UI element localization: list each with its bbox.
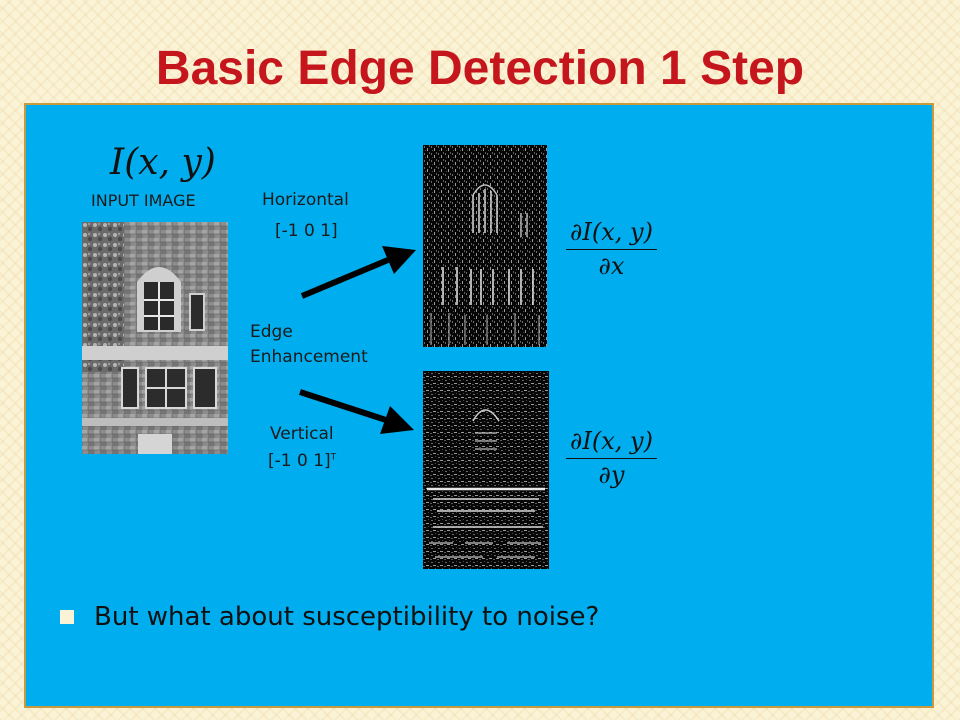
edge-enhancement-label-line2: Enhancement [250,347,368,367]
dx-derivative: ∂I(x, y) ∂x [566,218,657,280]
bullet-item: But what about susceptibility to noise? [60,602,599,632]
dy-numerator: ∂I(x, y) [566,427,657,459]
vertical-arrow-head [380,406,414,434]
bullet-text: But what about susceptibility to noise? [94,602,600,632]
diagram-arrows [299,246,416,434]
square-bullet-icon [60,610,74,624]
vertical-kernel: [-1 0 1]T [268,451,336,471]
input-function: I(x, y) [110,142,216,183]
vertical-kernel-text: [-1 0 1] [268,451,331,471]
dy-derivative: ∂I(x, y) ∂y [566,427,657,489]
transpose-superscript: T [330,452,337,463]
edge-enhancement-label-line1: Edge [250,322,293,342]
vertical-label: Vertical [270,424,334,444]
slide-title: Basic Edge Detection 1 Step [155,42,805,95]
vertical-arrow-shaft [299,389,387,423]
dx-numerator: ∂I(x, y) [566,218,657,250]
input-image-label: INPUT IMAGE [91,191,196,210]
horizontal-arrow-head [382,246,416,274]
horizontal-gradient-image [423,145,547,347]
horizontal-kernel: [-1 0 1] [275,221,338,241]
dy-denominator: ∂y [598,461,625,489]
input-building-image [82,222,228,454]
horizontal-arrow-shaft [300,257,390,299]
horizontal-label: Horizontal [262,190,349,210]
dx-denominator: ∂x [598,252,625,280]
vertical-gradient-image [423,371,549,569]
